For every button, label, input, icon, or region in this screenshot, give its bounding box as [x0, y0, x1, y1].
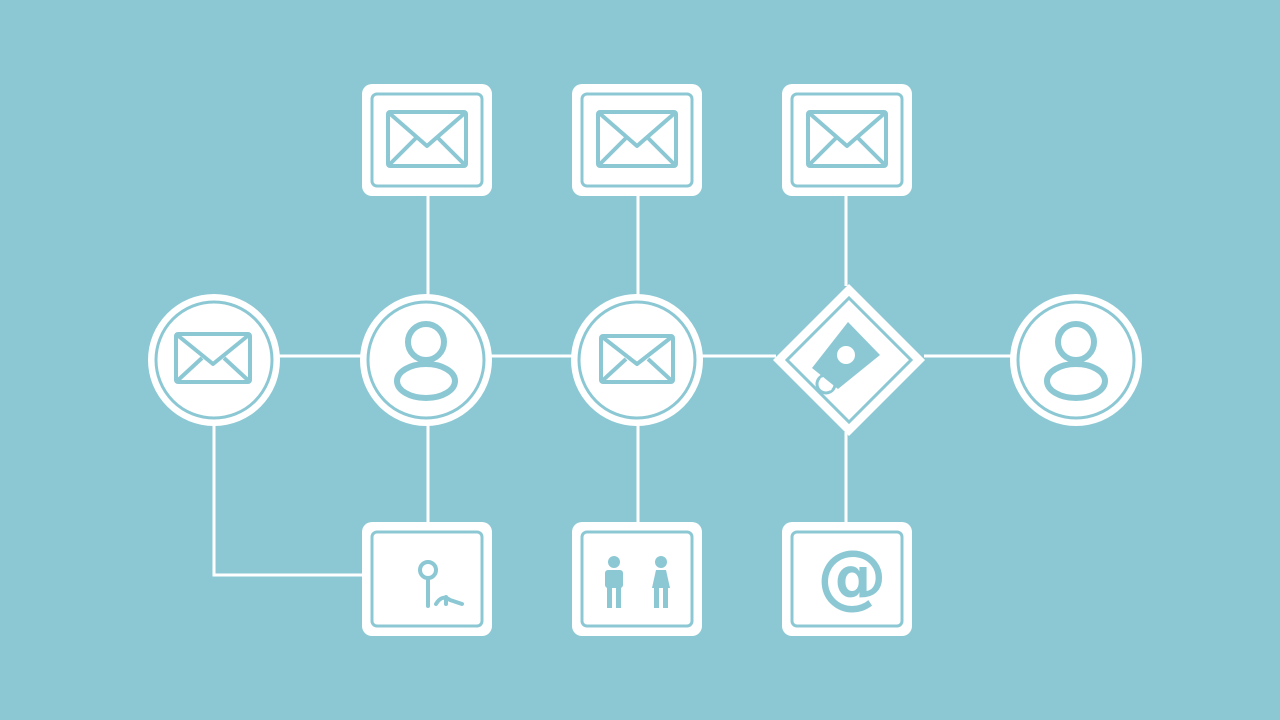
box-inner-border	[790, 530, 904, 628]
box-key-bottom[interactable]	[362, 522, 492, 636]
envelope-icon	[386, 110, 468, 168]
circle-mail-start[interactable]	[148, 294, 280, 426]
connector-lines	[212, 196, 1014, 577]
box-inner-border	[580, 530, 694, 628]
node-inner-ring	[1016, 300, 1136, 420]
key-icon	[418, 560, 464, 608]
circle-person-end[interactable]	[1010, 294, 1142, 426]
box-at-bottom[interactable]: @	[782, 522, 912, 636]
node-inner-ring	[154, 300, 274, 420]
box-mail-top-3[interactable]	[782, 84, 912, 196]
box-inner-border	[580, 92, 694, 188]
diamond-inner-border	[784, 295, 914, 425]
person-icon	[394, 321, 458, 401]
node-circle	[148, 294, 280, 426]
node-inner-ring	[366, 300, 486, 420]
node-inner-ring	[577, 300, 697, 420]
diamond-decision[interactable]	[773, 284, 925, 436]
box-inner-border	[370, 530, 484, 628]
box-mail-top-2[interactable]	[572, 84, 702, 196]
box-frame	[782, 522, 912, 636]
circle-mail-middle[interactable]	[571, 294, 703, 426]
node-circle	[571, 294, 703, 426]
envelope-icon	[806, 110, 888, 168]
person-icon	[1044, 321, 1108, 401]
envelope-icon	[174, 332, 252, 384]
box-people-bottom[interactable]	[572, 522, 702, 636]
box-frame	[782, 84, 912, 196]
box-frame	[572, 84, 702, 196]
envelope-icon	[599, 334, 675, 384]
box-frame	[572, 522, 702, 636]
box-mail-top-1[interactable]	[362, 84, 492, 196]
decision-icon	[812, 322, 880, 395]
box-inner-border	[790, 92, 904, 188]
edge-mail-start-to-key-box	[212, 424, 362, 577]
box-frame	[362, 84, 492, 196]
people-icon	[605, 556, 670, 608]
at-sign-icon: @	[817, 535, 887, 617]
envelope-icon	[596, 110, 678, 168]
box-inner-border	[370, 92, 484, 188]
circle-person-1[interactable]	[360, 294, 492, 426]
